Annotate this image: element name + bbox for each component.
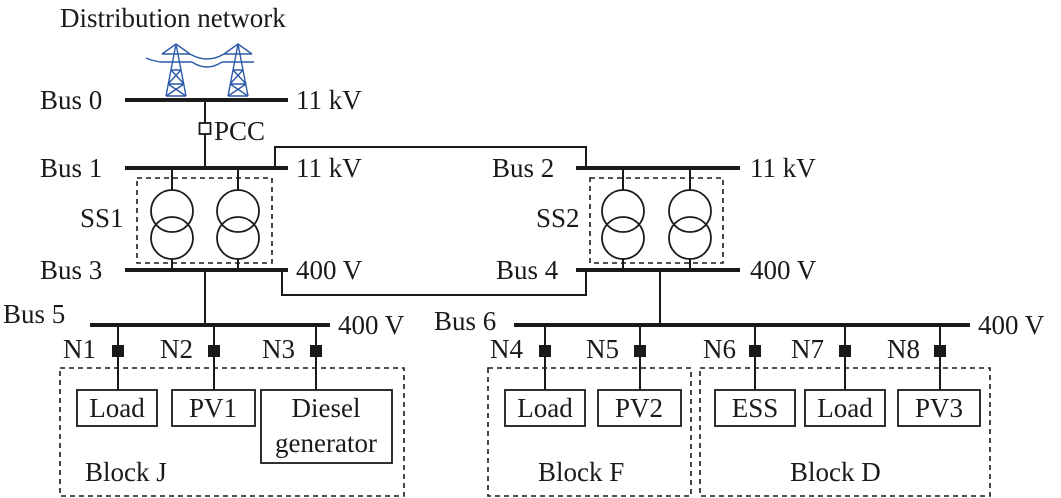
n7-breaker-icon xyxy=(839,345,851,357)
n1-device-label: Load xyxy=(89,393,145,423)
pcc-label: PCC xyxy=(214,116,265,146)
n6-breaker-icon xyxy=(749,345,761,357)
ss2-transformer-1-icon xyxy=(601,189,645,233)
n5-label: N5 xyxy=(586,334,619,364)
bus-6-voltage: 400 V xyxy=(978,310,1045,340)
bus-4-voltage: 400 V xyxy=(750,255,817,285)
node-n2 xyxy=(171,325,256,427)
n5-device-label: PV2 xyxy=(615,393,663,423)
node-n8 xyxy=(897,325,981,427)
n7-device-label: Load xyxy=(817,393,873,423)
block-f-frame xyxy=(487,367,692,497)
n1-label: N1 xyxy=(63,334,96,364)
block-j-label: Block J xyxy=(85,457,167,487)
n5-breaker-icon xyxy=(634,345,646,357)
bus-3-voltage: 400 V xyxy=(296,255,363,285)
bus-0-label: Bus 0 xyxy=(40,85,102,115)
n8-pv3-box xyxy=(897,389,981,427)
node-n7 xyxy=(804,325,886,427)
ss1-transformer-2-icon xyxy=(216,189,260,233)
n4-device-label: Load xyxy=(517,393,573,423)
n1-breaker-icon xyxy=(112,345,124,357)
node-n4 xyxy=(504,325,586,427)
block-f-label: Block F xyxy=(538,457,624,487)
ss2-label: SS2 xyxy=(536,203,580,233)
bus1-bus2-tie-line xyxy=(274,146,587,168)
n3-device-label-line1: Diesel xyxy=(292,393,361,423)
n6-label: N6 xyxy=(703,334,736,364)
ss1-transformer-1-icon xyxy=(150,189,194,233)
n1-load-box xyxy=(76,389,158,427)
n3-breaker-icon xyxy=(310,345,322,357)
n3-diesel-box xyxy=(260,389,393,464)
n8-label: N8 xyxy=(887,334,920,364)
n4-breaker-icon xyxy=(539,345,551,357)
n2-device-label: PV1 xyxy=(189,393,237,423)
block-j-frame xyxy=(59,367,405,497)
transmission-tower-icon xyxy=(145,43,254,97)
bus-5-voltage: 400 V xyxy=(338,310,405,340)
bus-0-voltage: 11 kV xyxy=(296,85,362,115)
substation-ss1 xyxy=(136,168,273,270)
pcc-switch xyxy=(198,122,212,135)
n4-label: N4 xyxy=(490,334,523,364)
bus3-bus4-tie-line xyxy=(281,270,587,296)
n7-load-box xyxy=(804,389,886,427)
node-n6 xyxy=(714,325,796,427)
n2-breaker-icon xyxy=(208,345,220,357)
n7-label: N7 xyxy=(791,334,824,364)
n2-pv1-box xyxy=(171,389,256,427)
n3-label: N3 xyxy=(262,334,295,364)
ss2-transformer-2-icon xyxy=(668,189,712,233)
bus-2-label: Bus 2 xyxy=(492,153,554,183)
n4-load-box xyxy=(504,389,586,427)
bus-2-voltage: 11 kV xyxy=(750,153,816,183)
bus-5-label: Bus 5 xyxy=(3,299,65,329)
bus-1-label: Bus 1 xyxy=(40,153,102,183)
bus-3-label: Bus 3 xyxy=(40,255,102,285)
n3-device-label-line2: generator xyxy=(275,428,377,458)
n2-label: N2 xyxy=(160,334,193,364)
n5-pv2-box xyxy=(597,389,682,427)
bus-4-label: Bus 4 xyxy=(496,255,559,285)
n6-device-label: ESS xyxy=(732,393,779,423)
node-n5 xyxy=(597,325,682,427)
substation-ss2 xyxy=(589,168,724,270)
ss1-label: SS1 xyxy=(80,203,124,233)
bus-6-label: Bus 6 xyxy=(434,306,496,336)
n6-ess-box xyxy=(714,389,796,427)
block-d-label: Block D xyxy=(790,457,881,487)
node-n1 xyxy=(76,325,158,427)
n8-device-label: PV3 xyxy=(915,393,963,423)
bus-1-voltage: 11 kV xyxy=(296,153,362,183)
diagram-title: Distribution network xyxy=(60,3,286,33)
n8-breaker-icon xyxy=(934,345,946,357)
node-n3 xyxy=(260,325,393,464)
